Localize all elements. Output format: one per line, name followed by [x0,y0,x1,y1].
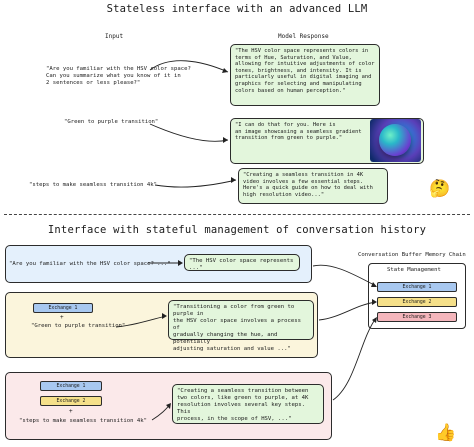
bottom-response-2: "Transitioning a color from green to pur… [168,300,314,352]
arrow-top-2-head [223,137,228,143]
band2-plus: + [60,314,64,321]
arrow-top-3-head [231,177,236,183]
top-prompt-2: "Green to purple transition" [64,119,159,125]
arrow-memory-2-head [372,299,377,305]
arrow-memory-3-head [372,317,377,323]
thinking-emoji-icon: 🤔 [429,179,451,199]
arrow-top-1 [149,60,229,73]
arrow-top-1-head [222,68,228,73]
arrow-top-2 [149,123,229,142]
arrow-memory-1 [312,264,377,287]
band2-exchange-1-pill: Exchange 1 [33,303,93,313]
arrow-bottom-3 [151,403,171,421]
band3-plus: + [69,408,73,415]
arrow-top-3 [154,179,237,188]
arrow-bottom-3-head [166,403,171,409]
arrow-bottom-1-head [178,260,183,266]
arrow-memory-2 [318,301,377,321]
arrow-bottom-2-head [162,313,167,319]
state-management-label: State Management [387,267,441,273]
state-exchange-2-pill: Exchange 2 [377,297,457,307]
bottom-prompt-2: "Green to purple transition" [31,323,126,329]
arrow-memory-1-head [371,282,377,287]
bottom-response-1: "The HSV color space represents ..." [184,254,300,271]
bottom-response-3: "Creating a seamless transition between … [172,384,324,424]
top-response-1: "The HSV color space represents colors i… [230,44,380,106]
top-prompt-3: "steps to make seamless transition 4k" [29,182,157,188]
arrow-memory-3 [332,317,377,401]
top-title: Stateless interface with an advanced LLM [106,3,368,15]
state-exchange-1-pill: Exchange 1 [377,282,457,292]
top-response-3: "Creating a seamless transition in 4K vi… [238,168,388,204]
band3-exchange-2-pill: Exchange 2 [40,396,102,406]
top-arrows [149,60,237,188]
bottom-title: Interface with stateful management of co… [47,224,427,236]
input-header: Input [105,33,124,40]
response-header: Model Response [278,33,329,40]
gradient-sphere-image [370,119,421,162]
state-exchange-3-pill: Exchange 3 [377,312,457,322]
band3-exchange-1-pill: Exchange 1 [40,381,102,391]
arrow-bottom-2 [115,315,167,328]
top-prompt-1: "Are you familiar with the HSV color spa… [46,66,191,86]
memory-chain-label: Conversation Buffer Memory Chain [358,252,466,258]
section-divider [4,214,470,215]
thumbs-up-icon: 👍 [435,423,457,443]
bottom-prompt-1: "Are you familiar with the HSV color spa… [9,261,171,267]
bottom-prompt-3: "steps to make seamless transition 4k" [19,418,147,424]
